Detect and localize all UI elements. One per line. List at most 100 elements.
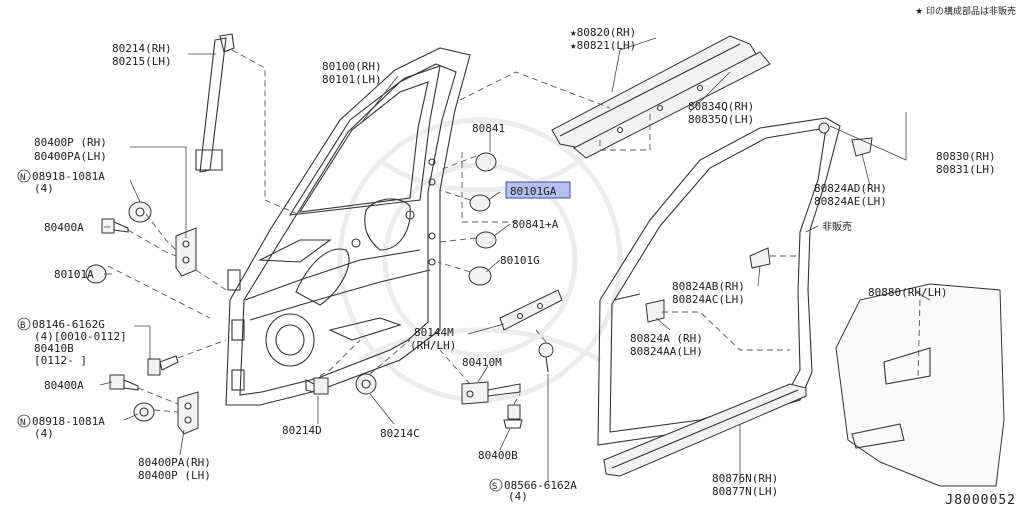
lower-nut-part <box>133 402 155 422</box>
label-08566-qty: (4) <box>508 490 528 503</box>
highlight-box-80101ga <box>505 181 571 199</box>
guide-80101g <box>437 261 471 273</box>
guide-08566 <box>535 329 547 343</box>
hinge-guide-1 <box>145 213 177 251</box>
label-80820: ★80820(RH) <box>570 26 636 39</box>
label-08918-top-qty: (4) <box>34 182 54 195</box>
label-08918-bottom-qty: (4) <box>34 427 54 440</box>
clip-80824ab <box>749 247 771 269</box>
label-80400pa-bottom: 80400PA(RH) <box>138 456 211 469</box>
sash-guide-line <box>231 49 301 216</box>
door-check-80410m <box>461 381 521 405</box>
label-80824ae: 80824AE(LH) <box>814 195 887 208</box>
label-08918-bottom: 08918-1081A <box>32 415 105 428</box>
label-80876n: 80876N(RH) <box>712 472 778 485</box>
label-80410b: 80410B <box>34 342 74 355</box>
b-badge-letter: B <box>20 321 25 331</box>
label-80880: 80880(RH/LH) <box>868 286 947 299</box>
label-80101: 80101(LH) <box>322 73 382 86</box>
label-80214: 80214(RH) <box>112 42 172 55</box>
guide-80820 <box>459 71 611 109</box>
guide-80214d <box>319 339 361 377</box>
n-badge-letter: N <box>20 173 25 183</box>
label-80410m: 80410M <box>462 356 502 369</box>
label-80400a-top: 80400A <box>44 221 84 234</box>
label-80400a-mid: 80400A <box>44 379 84 392</box>
hinge-guide-2 <box>127 229 177 257</box>
label-80101ga[interactable]: 80101GA <box>510 185 557 198</box>
trim-bracket-80144m <box>499 289 563 331</box>
guide-80410m <box>439 349 471 385</box>
label-80144m-side: (RH/LH) <box>410 339 456 352</box>
label-80831: 80831(LH) <box>936 163 996 176</box>
hinge-bolt-guide <box>177 339 227 359</box>
label-80214d: 80214D <box>282 424 322 437</box>
hinge-door-guide <box>195 269 227 291</box>
s-circle-badge <box>489 478 503 492</box>
guide-80841a <box>439 237 477 243</box>
label-80841a: 80841+A <box>512 218 559 231</box>
sill-moulding-80876n <box>603 383 807 477</box>
label-80877n: 80877N(LH) <box>712 485 778 498</box>
label-80215: 80215(LH) <box>112 55 172 68</box>
diagram-reference-code: J8000052 <box>945 493 1016 508</box>
label-80144m: 80144M <box>414 326 454 339</box>
grommet-80101g <box>468 266 492 286</box>
door-sash-part <box>195 33 235 173</box>
n-circle-badge <box>17 169 31 183</box>
label-80824ac: 80824AC(LH) <box>672 293 745 306</box>
grommet-80101ga <box>469 194 491 212</box>
leader-lines <box>99 37 931 484</box>
label-80835q: 80835Q(LH) <box>688 113 754 126</box>
label-08918-top: 08918-1081A <box>32 170 105 183</box>
label-80830: 80830(RH) <box>936 150 996 163</box>
n-circle-badge-2 <box>17 414 31 428</box>
label-80834q: 80834Q(RH) <box>688 100 754 113</box>
label-80101a: 80101A <box>54 268 94 281</box>
label-80400p-bottom: 80400P (LH) <box>138 469 211 482</box>
guide-box-plugs <box>461 152 516 223</box>
label-80841: 80841 <box>472 122 505 135</box>
n-badge-letter-2: N <box>20 418 25 428</box>
guide-80400b <box>513 393 521 405</box>
upper-nut-part <box>128 201 152 223</box>
non-sale-note: ★ 印の構成部品は非販売 <box>915 5 1016 17</box>
bolt-80400b <box>503 404 523 429</box>
guide-80841 <box>439 155 477 171</box>
b-circle-badge <box>17 317 31 331</box>
screw-08566 <box>538 342 554 373</box>
plug-80841a <box>475 231 497 249</box>
guide-80824a <box>662 311 790 351</box>
label-80824ad: 80824AD(RH) <box>814 182 887 195</box>
label-08146-qty: (4)[0010-0112] <box>34 330 127 343</box>
s-badge-letter: S <box>492 482 497 492</box>
lower-nut-guide <box>153 409 179 413</box>
label-80100: 80100(RH) <box>322 60 382 73</box>
label-80101g: 80101G <box>500 254 540 267</box>
label-80400pa: 80400PA(LH) <box>34 150 107 163</box>
label-80821: ★80821(LH) <box>570 39 636 52</box>
door-trim-panel-80880 <box>835 283 1005 487</box>
label-80410b-date: [0112- ] <box>34 354 87 367</box>
outer-moulding-80820 <box>551 35 771 159</box>
label-80824a: 80824A (RH) <box>630 332 703 345</box>
middle-bolt-part <box>109 374 139 391</box>
upper-hinge-part <box>175 227 197 277</box>
label-80400p: 80400P (RH) <box>34 136 107 149</box>
label-80824ab: 80824AB(RH) <box>672 280 745 293</box>
label-08566: 08566-6162A <box>504 479 577 492</box>
label-80824aa: 80824AA(LH) <box>630 345 703 358</box>
clip-80824a <box>645 299 665 323</box>
label-not-for-sale: 非販売 <box>822 220 852 233</box>
label-80400b: 80400B <box>478 449 518 462</box>
hinge-bolt-part <box>147 355 179 376</box>
lower-hinge-part <box>177 391 199 435</box>
guide-80214c <box>369 339 411 375</box>
lower-bolt-80214d <box>305 377 329 395</box>
label-08146: 08146-6162G <box>32 318 105 331</box>
label-80214c: 80214C <box>380 427 420 440</box>
guide-80101ga <box>439 189 471 201</box>
stopper-guide <box>107 265 211 319</box>
